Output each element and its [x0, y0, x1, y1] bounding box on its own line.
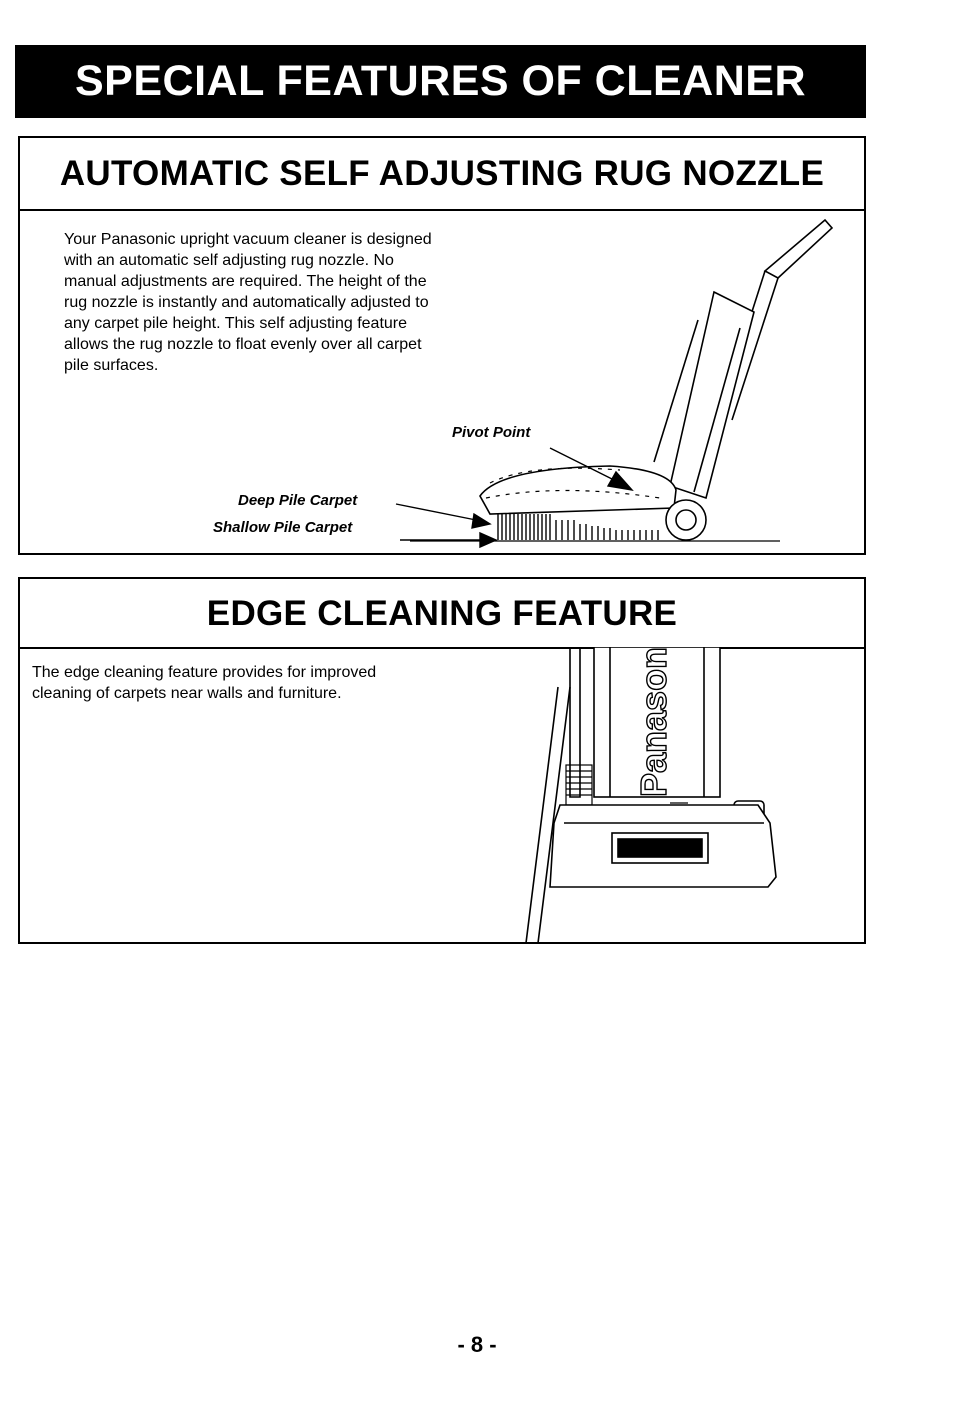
page-title: SPECIAL FEATURES OF CLEANER — [74, 57, 807, 105]
panasonic-brand-mark: Panasonic — [633, 647, 674, 797]
rug-nozzle-description: Your Panasonic upright vacuum cleaner is… — [64, 231, 432, 374]
page-number: - 8 - — [457, 1332, 497, 1357]
edge-cleaning-description: The edge cleaning feature provides for i… — [32, 664, 377, 702]
page-title-banner: SPECIAL FEATURES OF CLEANER — [15, 45, 866, 118]
shallow-pile-label: Shallow Pile Carpet — [213, 519, 353, 536]
upright-vacuum-front-illustration: Panasonic — [525, 647, 777, 944]
edge-cleaning-section: EDGE CLEANING FEATURE The edge cleaning … — [18, 577, 866, 944]
rug-nozzle-heading: AUTOMATIC SELF ADJUSTING RUG NOZZLE — [59, 154, 825, 193]
deep-pile-label: Deep Pile Carpet — [238, 492, 358, 509]
edge-cleaning-heading: EDGE CLEANING FEATURE — [206, 593, 678, 633]
upright-vacuum-side-illustration — [395, 218, 834, 549]
edge-cleaning-header: EDGE CLEANING FEATURE — [20, 579, 864, 649]
rug-nozzle-section: AUTOMATIC SELF ADJUSTING RUG NOZZLE Your… — [18, 136, 866, 555]
rug-nozzle-header: AUTOMATIC SELF ADJUSTING RUG NOZZLE — [20, 138, 864, 211]
pivot-point-label: Pivot Point — [452, 424, 531, 441]
